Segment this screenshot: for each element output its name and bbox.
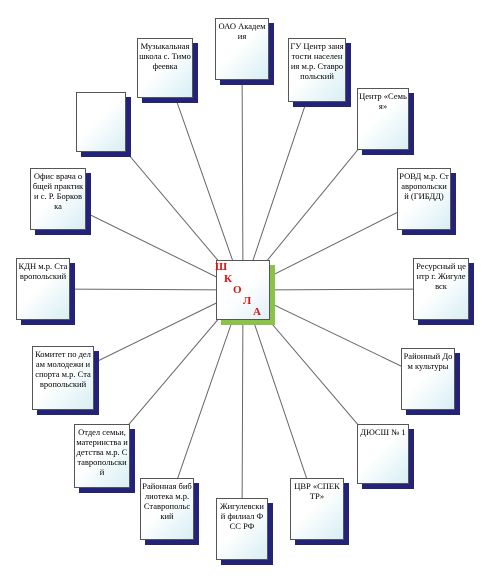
node-card: ДЮСШ № 1 [357,424,409,484]
node-card: Ресурсный центр г. Жигулевск [413,258,469,320]
node-card: ОАО Академия [215,18,269,80]
node-card: Районная библиотека м.р. Ставропольский [140,478,194,540]
node-label: ЦВР «СПЕКТР» [294,481,340,501]
node-dyussh: ДЮСШ № 1 [357,424,414,489]
node-label: ОАО Академия [218,21,266,41]
node-fss: Жигулевский филиал ФСС РФ [216,498,273,565]
node-card: Отдел семьи, материнства и детства м.р. … [74,424,130,488]
node-card: Комитет по делам молодежи и спорта м.р. … [32,346,94,410]
node-label: Ресурсный центр г. Жигулевск [416,261,466,291]
node-label: Отдел семьи, материнства и детства м.р. … [76,427,128,477]
node-card [76,92,126,152]
node-label: РОВД м.р. Ставропольский (ГИБДД) [399,171,449,201]
node-rayonnaya-biblioteka: Районная библиотека м.р. Ставропольский [140,478,199,545]
node-card: Центр «Семья» [357,88,409,150]
connector-line [164,67,244,291]
center-letter-5: А [253,306,261,318]
node-label: ГУ Центр занятости населения м.р. Ставро… [290,41,344,81]
connector-line [166,289,244,510]
connector-line [242,289,318,510]
connector-line [242,288,442,291]
center-letter-2: К [224,273,232,285]
center-letter-1: Ш [215,261,228,273]
node-card: ГУ Центр занятости населения м.р. Ставро… [288,38,346,102]
node-label: Жигулевский филиал ФСС РФ [220,501,264,531]
node-cvr-spektr: ЦВР «СПЕКТР» [290,478,349,545]
node-card: Офис врача общей практики с. Р. Борковка [30,168,86,230]
node-ofis-vracha: Офис врача общей практики с. Р. Борковка [30,168,91,235]
node-oao-akademiya: ОАО Академия [215,18,274,85]
node-label: Центр «Семья» [359,91,407,111]
node-label: Комитет по делам молодежи и спорта м.р. … [35,349,91,389]
center-letter-3: О [233,284,242,296]
connector-line [241,48,244,291]
center-card [216,260,270,320]
connector-line [241,289,244,530]
node-rayonny-dom-kultury: Районный Дом культуры [401,348,460,415]
node-label: Районная библиотека м.р. Ставропольский [142,481,192,521]
node-card: КДН м.р. Ставропольский [16,258,70,320]
connector-line [42,288,244,291]
node-card: Районный Дом культуры [401,348,455,410]
node-resursny-centr: Ресурсный центр г. Жигулевск [413,258,474,325]
node-label: ДЮСШ № 1 [360,427,406,437]
node-label: Офис врача общей практики с. Р. Борковка [32,171,84,211]
node-label: Районный Дом культуры [403,351,453,371]
center-node-school: Ш К О Л А [215,260,275,325]
node-card: Жигулевский филиал ФСС РФ [216,498,268,560]
node-komitet-molodezhi: Комитет по делам молодежи и спорта м.р. … [32,346,99,415]
node-otdel-semi: Отдел семьи, материнства и детства м.р. … [74,424,135,493]
node-card: Музыкальная школа с. Тимофеевка [137,38,193,98]
node-card: ЦВР «СПЕКТР» [290,478,344,540]
node-gu-centr-zanyatosti: ГУ Центр занятости населения м.р. Ставро… [288,38,351,107]
node-kdn: КДН м.р. Ставропольский [16,258,75,325]
node-card: РОВД м.р. Ставропольский (ГИБДД) [397,168,451,230]
node-rovd: РОВД м.р. Ставропольский (ГИБДД) [397,168,456,235]
node-label: Музыкальная школа с. Тимофеевка [139,41,191,71]
node-muzykalnaya-shkola: Музыкальная школа с. Тимофеевка [137,38,198,103]
center-letter-4: Л [243,295,252,307]
node-empty-box [76,92,131,157]
node-centr-semya: Центр «Семья» [357,88,414,155]
node-label: КДН м.р. Ставропольский [18,261,68,281]
